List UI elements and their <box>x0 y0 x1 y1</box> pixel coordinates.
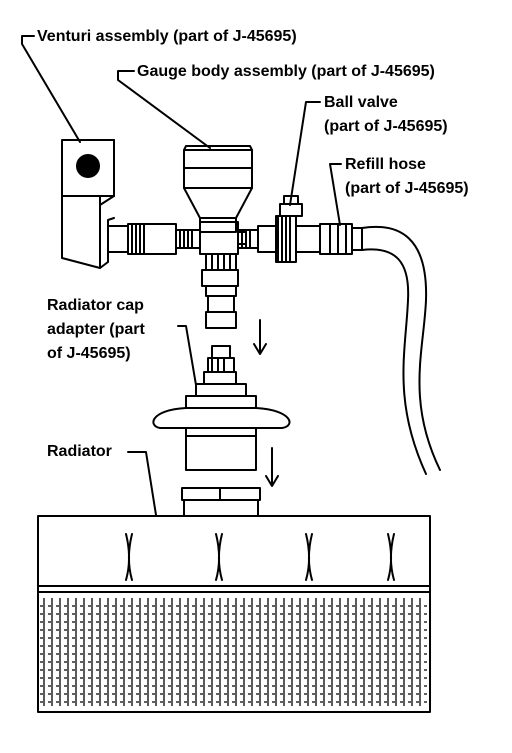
venturi-assembly-label: Venturi assembly (part of J-45695) <box>37 28 297 45</box>
ball-valve-part-label: (part of J-45695) <box>324 118 448 135</box>
leader-refill-hose <box>329 163 342 226</box>
refill-hose-part-label: (part of J-45695) <box>345 180 469 197</box>
ball-valve <box>275 195 321 263</box>
gauge-body-assembly-label: Gauge body assembly (part of J-45695) <box>137 63 435 80</box>
leader-venturi <box>21 35 81 143</box>
left-coupler <box>107 223 201 255</box>
right-coupler <box>237 225 277 253</box>
refill-hose-label: Refill hose <box>345 156 426 173</box>
ball-valve-label: Ball valve <box>324 94 398 111</box>
cap-adapter-label-line1: Radiator cap <box>47 297 144 314</box>
cap-adapter-label-line2: adapter (part <box>47 321 145 338</box>
hose-barb <box>319 223 363 255</box>
leader-ball-valve <box>289 101 321 206</box>
radiator-label: Radiator <box>47 443 112 460</box>
venturi-assembly <box>61 139 115 269</box>
radiator-cap-adapter <box>152 345 291 471</box>
radiator-filler-neck <box>181 487 261 517</box>
leader-cap-adapter <box>177 325 197 386</box>
leader-gauge <box>117 70 211 149</box>
gauge-connector <box>201 253 239 329</box>
leader-radiator <box>127 451 157 516</box>
cap-adapter-label-line3: of J-45695) <box>47 345 131 362</box>
refill-hose <box>361 225 441 475</box>
arrow-down-2 <box>265 447 279 487</box>
venturi-dot <box>76 154 100 178</box>
radiator-core <box>37 515 431 713</box>
arrow-down-1 <box>253 319 267 355</box>
radiator-fins <box>40 598 428 706</box>
